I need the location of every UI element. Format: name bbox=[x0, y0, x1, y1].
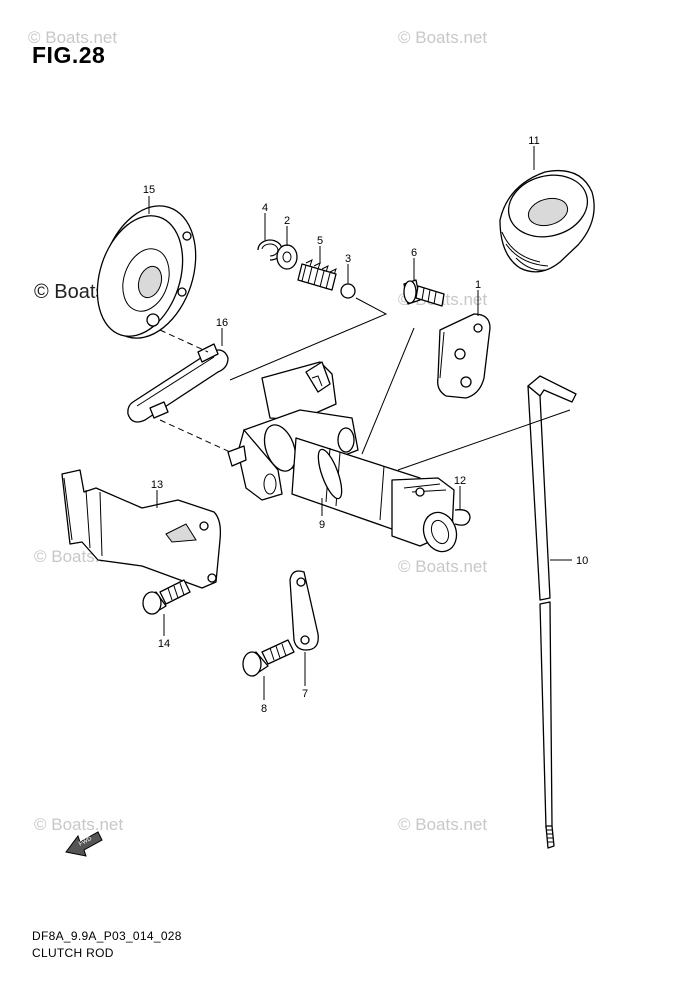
part-1-bracket-plate[interactable] bbox=[437, 313, 491, 399]
diagram-name: CLUTCH ROD bbox=[32, 946, 114, 960]
callout-15[interactable]: 15 bbox=[143, 184, 155, 196]
part-10-clutch-rod[interactable] bbox=[527, 375, 577, 849]
callout-2[interactable]: 2 bbox=[284, 215, 290, 227]
part-7-link-plate[interactable] bbox=[289, 570, 319, 651]
part-9-clutch-shaft[interactable] bbox=[227, 361, 462, 556]
part-14-bolt[interactable] bbox=[142, 579, 191, 615]
callout-16[interactable]: 16 bbox=[216, 317, 228, 329]
callout-6[interactable]: 6 bbox=[411, 247, 417, 259]
callout-14[interactable]: 14 bbox=[158, 638, 170, 650]
watermark: © Boats.net bbox=[398, 28, 488, 47]
callout-4[interactable]: 4 bbox=[262, 202, 268, 214]
watermark: © Boats.net bbox=[398, 815, 488, 834]
part-5-spring[interactable] bbox=[297, 259, 337, 291]
part-3-ball[interactable] bbox=[340, 283, 356, 299]
callout-8[interactable]: 8 bbox=[261, 703, 267, 715]
watermark: © Boats.net bbox=[34, 815, 124, 834]
figure-title: FIG.28 bbox=[32, 42, 106, 68]
fwd-arrow-icon: FWD bbox=[65, 831, 103, 857]
part-2-washer[interactable] bbox=[276, 244, 298, 270]
part-16-link-arm[interactable] bbox=[127, 343, 229, 423]
watermark: © Boats.net bbox=[28, 28, 118, 47]
callout-1[interactable]: 1 bbox=[475, 279, 481, 291]
callout-11[interactable]: 11 bbox=[528, 135, 539, 147]
watermark: © Boats.net bbox=[398, 557, 488, 576]
callout-10[interactable]: 10 bbox=[576, 555, 588, 567]
callout-9[interactable]: 9 bbox=[319, 519, 325, 531]
callout-labels: 1 2 3 4 5 6 7 8 9 10 11 12 13 14 15 16 bbox=[143, 135, 588, 715]
callout-13[interactable]: 13 bbox=[151, 479, 163, 491]
diagram-code: DF8A_9.9A_P03_014_028 bbox=[32, 929, 182, 943]
part-13-bracket[interactable] bbox=[61, 469, 222, 589]
part-8-bolt[interactable] bbox=[242, 639, 295, 677]
callout-3[interactable]: 3 bbox=[345, 253, 351, 265]
part-11-grommet[interactable] bbox=[499, 167, 595, 273]
part-6-bolt[interactable] bbox=[403, 279, 445, 307]
assembly-lines bbox=[159, 297, 571, 471]
leader-lines bbox=[148, 146, 572, 700]
part-15-pulley[interactable] bbox=[83, 193, 212, 350]
callout-5[interactable]: 5 bbox=[317, 235, 323, 247]
callout-7[interactable]: 7 bbox=[302, 688, 308, 700]
part-12-clip[interactable] bbox=[454, 509, 471, 526]
callout-12[interactable]: 12 bbox=[454, 475, 466, 487]
